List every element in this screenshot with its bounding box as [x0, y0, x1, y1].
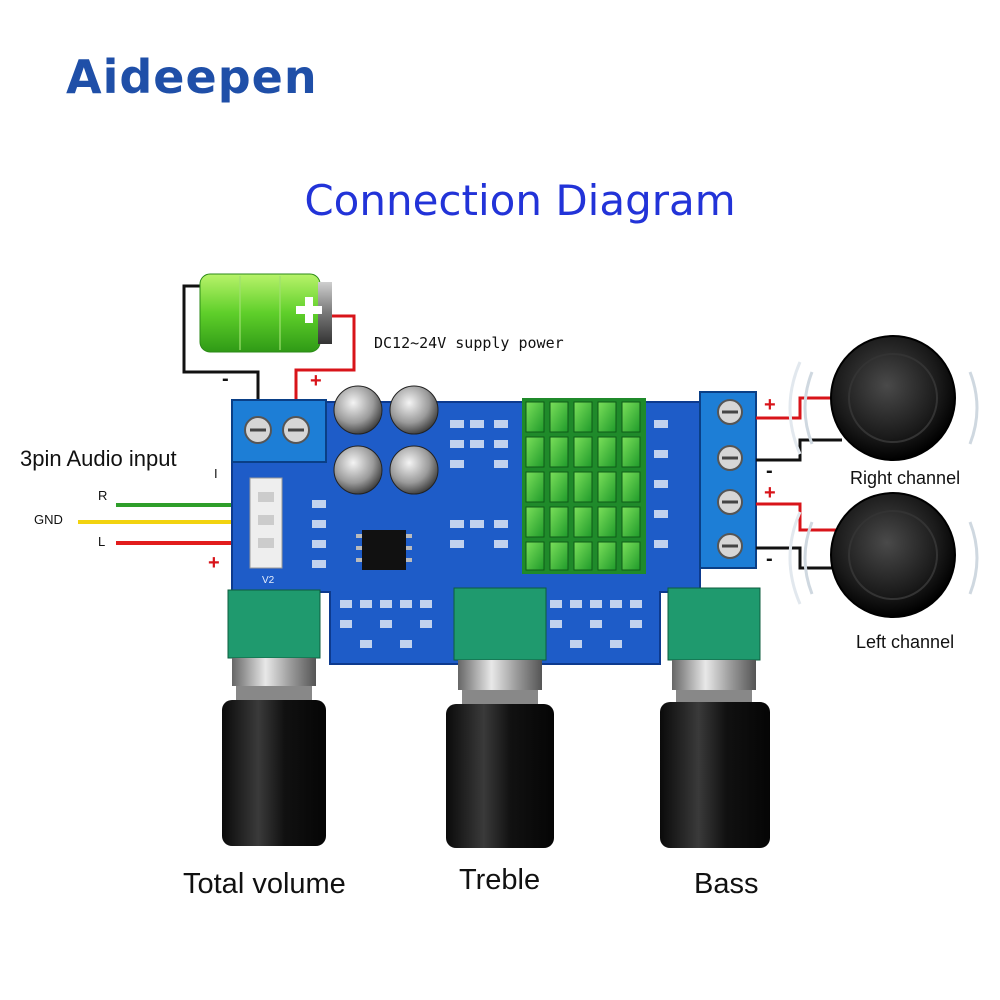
- brand-logo-text: Aideepen: [66, 50, 318, 104]
- speaker-left-plus-label: +: [764, 482, 776, 504]
- power-supply-label: DC12~24V supply power: [374, 334, 564, 352]
- audio-input-label: 3pin Audio input: [20, 446, 177, 471]
- power-minus-label: -: [222, 368, 229, 390]
- speaker-left-minus-label: -: [766, 548, 773, 570]
- speaker-left-name: Left channel: [856, 632, 955, 652]
- knob-total-volume: [222, 589, 326, 846]
- speaker-right-minus-label: -: [766, 460, 773, 482]
- knob-bass-label: Bass: [694, 868, 759, 900]
- page-title: Connection Diagram: [304, 176, 736, 225]
- audio-pin-marker-bottom: +: [208, 552, 220, 574]
- knob-treble: [446, 587, 554, 848]
- knob-treble-label: Treble: [459, 864, 541, 896]
- speaker-left-icon: [788, 492, 979, 618]
- capacitor-group: [333, 385, 439, 495]
- audio-pin-l-label: L: [98, 534, 106, 549]
- speaker-right-name: Right channel: [850, 468, 961, 488]
- speaker-right-plus-label: +: [764, 394, 776, 416]
- heatsink: [522, 398, 646, 574]
- knob-bass: [660, 587, 770, 848]
- power-plus-label: +: [310, 370, 322, 392]
- power-wire-positive: [294, 314, 356, 408]
- audio-pin-gnd-label: GND: [34, 512, 63, 527]
- brand-logo: Aideepen: [66, 50, 318, 104]
- speaker-wires-left: [756, 502, 842, 570]
- speaker-terminal-block: [699, 391, 757, 569]
- board-version-label: V2: [262, 575, 275, 586]
- power-terminal-block: [231, 399, 327, 463]
- power-wire-negative: [182, 284, 260, 408]
- speaker-right-icon: [788, 335, 979, 461]
- audio-pin-marker-top: I: [214, 466, 218, 481]
- knob-total-volume-label: Total volume: [183, 868, 346, 900]
- audio-pin-r-label: R: [98, 488, 108, 503]
- speaker-wires-right: [756, 396, 842, 462]
- battery-icon: [199, 273, 332, 353]
